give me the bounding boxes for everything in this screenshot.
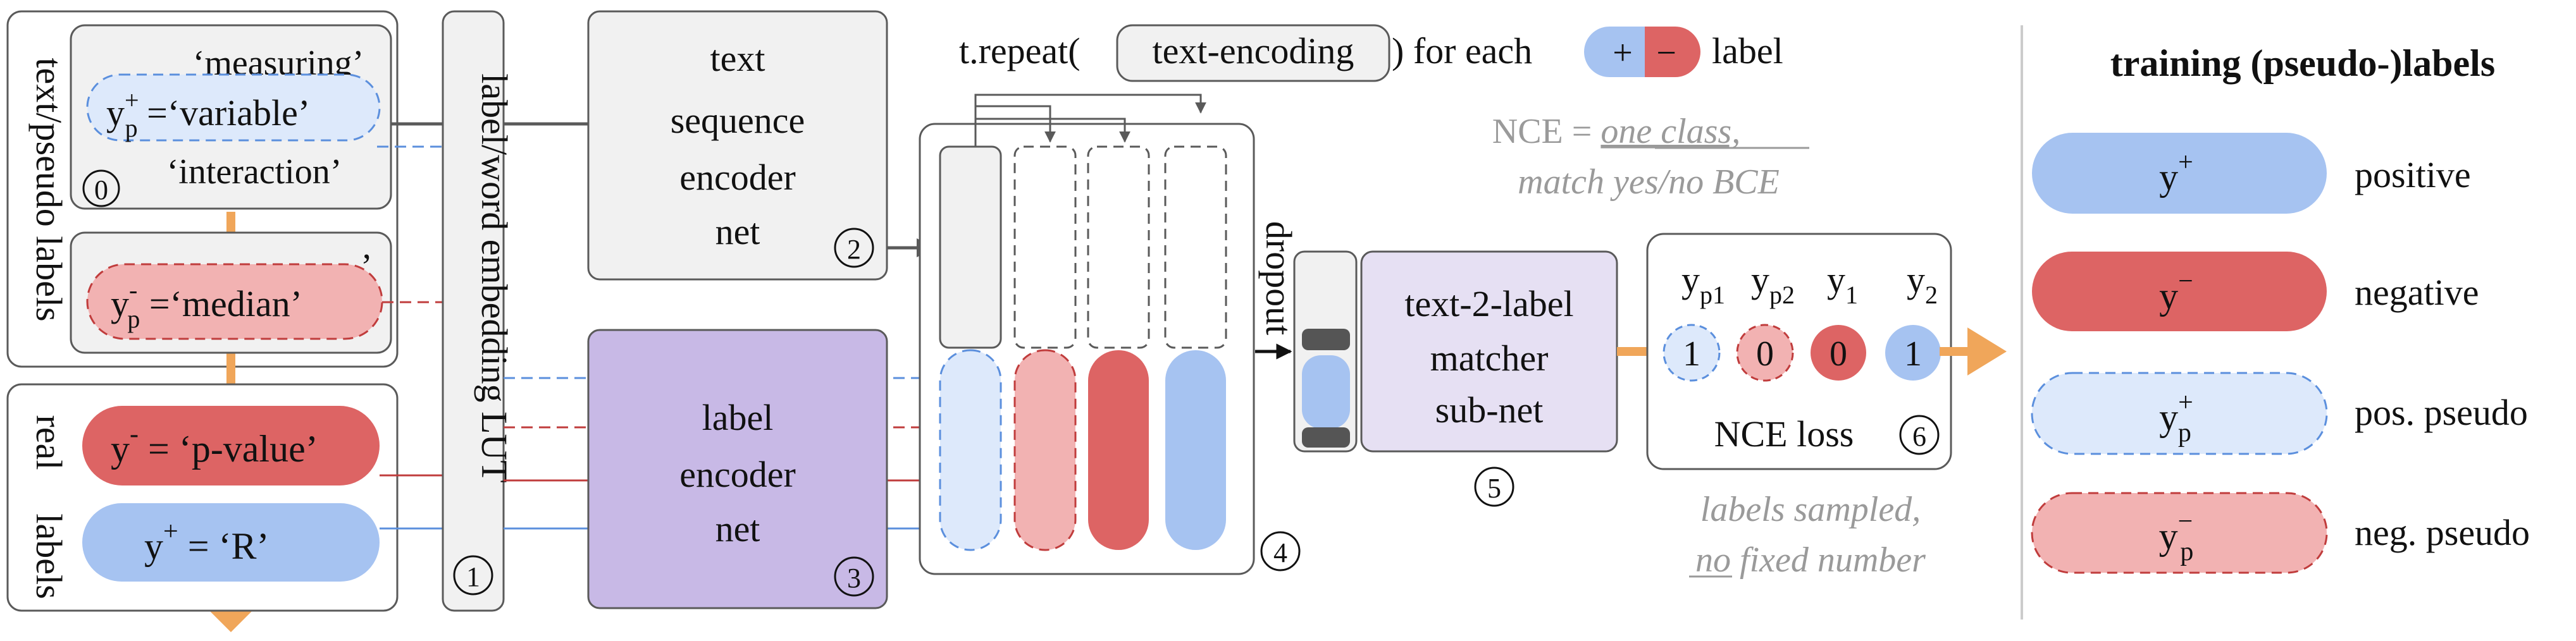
encoding-text-col-2 <box>1013 145 1077 349</box>
svg-text:neg. pseudo: neg. pseudo <box>2355 512 2530 553</box>
text-sequence-encoder: text sequence encoder net 2 <box>587 10 888 281</box>
svg-text:y+ = ‘R’: y+ = ‘R’ <box>144 517 269 567</box>
svg-text:net: net <box>715 211 760 252</box>
dropout-column <box>1293 250 1358 453</box>
svg-text:y2: y2 <box>1907 259 1938 309</box>
svg-text:y+: y+ <box>2159 148 2193 198</box>
svg-text:net: net <box>715 508 760 549</box>
svg-text:) for each: ) for each <box>1392 30 1532 71</box>
svg-text:matcher: matcher <box>1430 338 1549 379</box>
svg-text:match yes/no BCE: match yes/no BCE <box>1518 162 1780 202</box>
svg-text:pos. pseudo: pos. pseudo <box>2355 392 2528 433</box>
encoding-label-col-4 <box>1165 350 1226 550</box>
marker-2 <box>834 228 874 268</box>
svg-text:label: label <box>702 397 774 438</box>
embedding-lut: label/word embedding LUT 1 <box>442 10 515 612</box>
encoding-text-col-4 <box>1164 145 1227 349</box>
svg-text:1: 1 <box>1683 334 1700 374</box>
svg-text:y−: y− <box>2159 267 2193 317</box>
encoding-label-col-1 <box>939 349 1002 551</box>
legend-swatch-neg-pseudo <box>2031 492 2328 574</box>
pseudo-negative-pill <box>86 263 383 340</box>
svg-text:yp1: yp1 <box>1681 259 1725 309</box>
svg-text:text-2-label: text-2-label <box>1404 283 1573 324</box>
matcher-subnet: text-2-label matcher sub-net 5 <box>1360 250 1618 507</box>
sample-note: labels sampled, no fixed number <box>1689 490 1926 580</box>
nce-note: NCE = one class, match yes/no BCE <box>1492 112 1809 202</box>
encoding-text-col-1 <box>939 145 1002 349</box>
svg-text:y1: y1 <box>1827 259 1858 309</box>
svg-text:5: 5 <box>1487 473 1501 504</box>
svg-text:NCE = one class,: NCE = one class, <box>1492 112 1740 151</box>
marker-4 <box>1260 531 1301 571</box>
svg-text:1: 1 <box>466 561 480 592</box>
svg-text:y+p =‘variable’: y+p =‘variable’ <box>106 86 310 142</box>
marker-0 <box>82 169 120 207</box>
loss-value-yp2 <box>1736 324 1794 382</box>
svg-text:t.repeat(: t.repeat( <box>959 30 1081 71</box>
svg-text:2: 2 <box>847 234 861 265</box>
marker-1 <box>453 555 493 595</box>
svg-text:−: − <box>1656 34 1676 73</box>
real-positive-pill <box>82 503 380 582</box>
svg-text:0: 0 <box>1756 334 1774 374</box>
text-pseudo-labels-group: text/pseudo labels ‘measuring’ y+p =‘var… <box>6 10 399 632</box>
pseudo-positive-pill <box>86 73 381 142</box>
label-connectors <box>377 122 443 530</box>
real-labels-group: real labels y- = ‘p-value’ y+ = ‘R’ <box>6 383 399 612</box>
legend-swatch-negative <box>2032 252 2327 331</box>
svg-text:y−p: y−p <box>2159 507 2194 566</box>
svg-text:4: 4 <box>1273 537 1287 568</box>
marker-3 <box>834 556 874 597</box>
encoding-label-col-2 <box>1013 349 1077 551</box>
svg-text:label: label <box>1712 30 1783 71</box>
svg-text:0: 0 <box>1830 334 1847 374</box>
svg-text:6: 6 <box>1912 421 1926 452</box>
text-pseudo-side-label: text/pseudo labels <box>28 58 70 321</box>
encoding-label-col-3 <box>1088 350 1149 550</box>
svg-text:encoder: encoder <box>679 454 796 495</box>
svg-text:y- = ‘p-value’: y- = ‘p-value’ <box>111 420 318 470</box>
svg-text:positive: positive <box>2355 154 2471 195</box>
loss-value-yp1 <box>1663 324 1721 382</box>
legend: training (pseudo-)labels y+ positive y− … <box>2031 42 2530 574</box>
svg-text:y-p =‘median’: y-p =‘median’ <box>111 276 302 333</box>
svg-text:+: + <box>1613 34 1633 73</box>
real-side-label-1: real <box>28 415 70 470</box>
real-side-label-2: labels <box>28 513 70 599</box>
svg-text:negative: negative <box>2355 272 2479 313</box>
lut-label: label/word embedding LUT <box>474 73 515 483</box>
label-encoder: label encoder net 3 <box>587 329 888 609</box>
encoding-stack: 4 <box>919 94 1301 575</box>
svg-text:encoder: encoder <box>679 157 796 198</box>
svg-text:y+p: y+p <box>2159 388 2193 448</box>
encoding-text-col-3 <box>1087 145 1150 349</box>
svg-text:1: 1 <box>1904 334 1922 374</box>
svg-text:no fixed number: no fixed number <box>1695 540 1926 580</box>
repeat-caption: t.repeat( text-encoding ) for each + − l… <box>959 24 1783 82</box>
svg-text:text: text <box>710 38 765 79</box>
legend-swatch-pos-pseudo <box>2031 372 2328 455</box>
svg-text:sequence: sequence <box>671 100 805 141</box>
svg-text:labels sampled,: labels sampled, <box>1700 490 1921 529</box>
loss-value-y2 <box>1885 325 1941 381</box>
dropout-label: dropout <box>1258 221 1299 335</box>
svg-text:sub-net: sub-net <box>1435 389 1544 430</box>
nce-loss-box: yp1 yp2 y1 y2 1 0 0 1 NCE loss 6 <box>1646 233 1952 470</box>
svg-text:text-encoding: text-encoding <box>1153 30 1354 71</box>
marker-6 <box>1899 415 1940 455</box>
svg-text:0: 0 <box>94 174 108 205</box>
real-negative-pill <box>82 406 380 485</box>
marker-5 <box>1474 467 1514 507</box>
legend-swatch-positive <box>2032 133 2327 214</box>
word-interaction: ‘interaction’ <box>167 152 342 192</box>
loss-value-y1 <box>1811 325 1866 381</box>
svg-text:NCE loss: NCE loss <box>1714 413 1854 455</box>
svg-text:3: 3 <box>847 563 861 594</box>
svg-text:yp2: yp2 <box>1751 259 1795 309</box>
legend-title: training (pseudo-)labels <box>2110 42 2495 84</box>
